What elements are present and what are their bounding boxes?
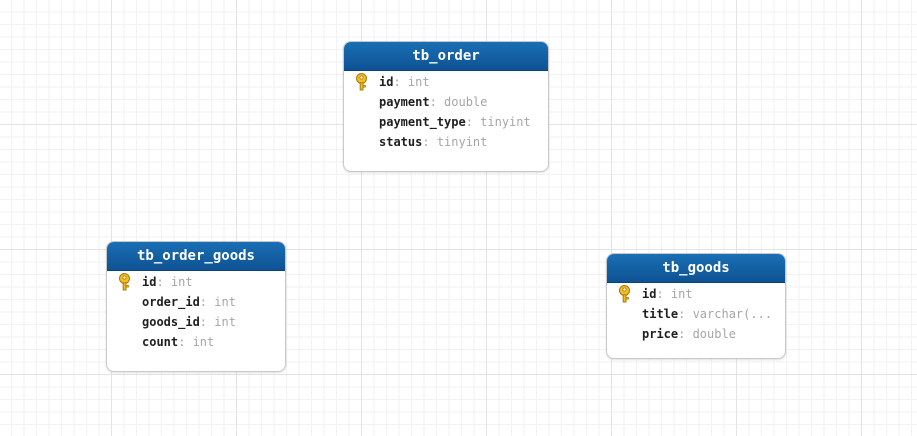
table-tb-goods[interactable]: tb_goods id: int title: varchar(... pric… (606, 253, 786, 359)
key-icon (356, 73, 367, 91)
table-tb-order[interactable]: tb_order id: int payment: double payment… (343, 41, 549, 172)
field-separator: : (156, 275, 171, 289)
field-row[interactable]: count: int (107, 332, 285, 352)
field-row[interactable]: id: int (107, 272, 285, 292)
field-type: int (407, 75, 430, 89)
field-row[interactable]: goods_id: int (107, 312, 285, 332)
table-title: tb_order (344, 42, 548, 71)
table-title: tb_goods (607, 254, 785, 283)
field-type: int (170, 275, 193, 289)
field-separator: : (429, 95, 445, 109)
field-type: double (444, 95, 488, 109)
field-separator: : (465, 115, 481, 129)
field-name: count (142, 335, 179, 349)
field-row[interactable]: payment: double (344, 92, 548, 112)
field-row[interactable]: price: double (607, 324, 785, 344)
field-row[interactable]: id: int (607, 284, 785, 304)
field-separator: : (422, 135, 437, 149)
field-separator: : (199, 315, 215, 329)
field-separator: : (678, 327, 693, 341)
table-tb-order-goods[interactable]: tb_order_goods id: int order_id: int goo… (106, 241, 286, 372)
field-type: double (692, 327, 736, 341)
field-separator: : (678, 307, 693, 321)
field-name: status (379, 135, 423, 149)
field-type: int (214, 315, 236, 329)
field-separator: : (656, 287, 671, 301)
field-row[interactable]: id: int (344, 72, 548, 92)
field-separator: : (393, 75, 408, 89)
field-name: order_id (142, 295, 200, 309)
field-row[interactable]: status: tinyint (344, 132, 548, 152)
field-name: title (642, 307, 679, 321)
field-name: payment (379, 95, 430, 109)
table-title: tb_order_goods (107, 242, 285, 271)
field-name: id (379, 75, 394, 89)
field-name: price (642, 327, 679, 341)
field-type: varchar(... (692, 307, 773, 321)
field-type: int (214, 295, 236, 309)
field-row[interactable]: title: varchar(... (607, 304, 785, 324)
field-name: goods_id (142, 315, 200, 329)
key-icon (119, 273, 130, 291)
field-type: tinyint (436, 135, 488, 149)
field-type: tinyint (480, 115, 531, 129)
key-icon (619, 285, 630, 303)
field-row[interactable]: order_id: int (107, 292, 285, 312)
field-row[interactable]: payment_type: tinyint (344, 112, 548, 132)
field-type: int (192, 335, 215, 349)
field-name: payment_type (379, 115, 466, 129)
field-separator: : (178, 335, 193, 349)
field-type: int (670, 287, 693, 301)
field-name: id (642, 287, 657, 301)
field-separator: : (199, 295, 215, 309)
field-name: id (142, 275, 157, 289)
